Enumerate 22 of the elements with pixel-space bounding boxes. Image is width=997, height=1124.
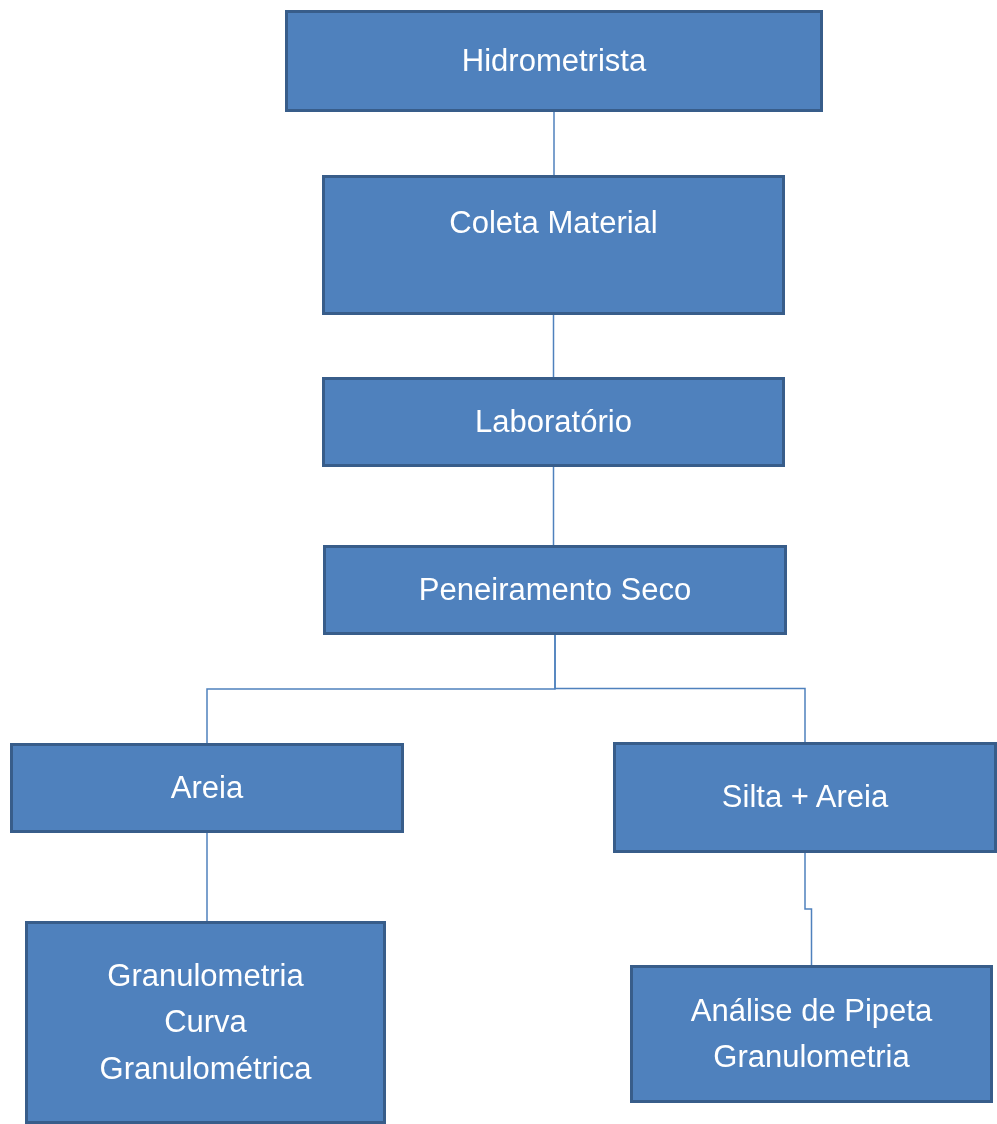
process-box <box>613 742 997 853</box>
process-box <box>323 545 787 635</box>
connector-line <box>553 111 555 176</box>
process-box <box>285 10 823 112</box>
connector-line <box>206 832 208 922</box>
box-label: Coleta Material <box>449 204 658 242</box>
box-label: Hidrometrista <box>461 41 647 80</box>
process-box <box>25 921 386 1124</box>
box-label: Areia <box>170 768 244 807</box>
box-label: Granulometria Curva Granulométrica <box>98 956 313 1088</box>
process-box <box>630 965 993 1103</box>
connector-line <box>554 634 806 743</box>
connector-line <box>552 314 555 378</box>
connector-line <box>804 852 813 966</box>
box-label: Peneiramento Seco <box>418 570 692 609</box>
box-label: Silta + Areia <box>721 778 889 817</box>
connector-line <box>552 466 555 546</box>
process-box <box>322 175 785 315</box>
box-label: Laboratório <box>475 402 632 441</box>
process-box <box>10 743 404 833</box>
process-box <box>322 377 785 467</box>
box-label: Análise de Pipeta Granulometria <box>689 991 934 1076</box>
